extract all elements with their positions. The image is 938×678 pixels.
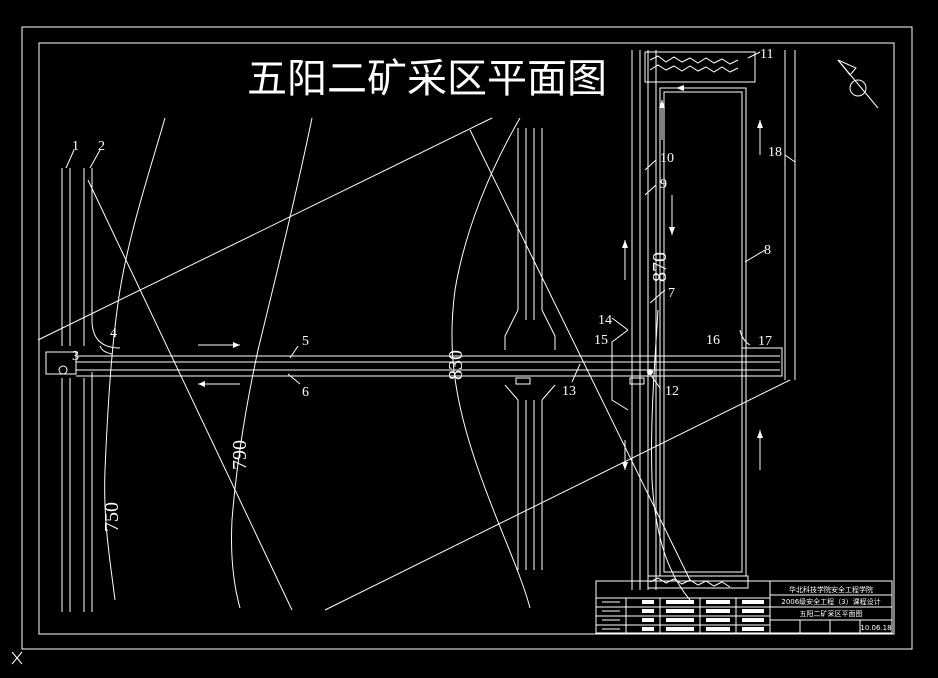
title-block-school: 华北科技学院安全工程学院 [789, 585, 873, 594]
outer-frame [21, 26, 913, 650]
roadway-1-2 [45, 168, 121, 612]
label-12: 12 [665, 384, 679, 399]
contour-label-750: 750 [101, 502, 123, 532]
goaf-hatch [649, 55, 739, 588]
ucs-icon [11, 651, 23, 665]
label-3: 3 [72, 349, 79, 364]
diagonal-line-3 [469, 129, 691, 581]
middle-roadways [504, 128, 556, 570]
label-13: 13 [562, 384, 576, 399]
diagonal-line-4 [324, 379, 791, 611]
label-16: 16 [706, 333, 720, 348]
north-arrow-icon [837, 59, 879, 109]
label-14: 14 [598, 313, 612, 328]
title-block-date: 10.06.18 [860, 624, 891, 632]
contour-line-830 [451, 117, 531, 609]
contour-label-870: 870 [649, 252, 671, 282]
label-4: 4 [110, 326, 117, 341]
diagonal-line-1 [37, 117, 493, 341]
title-block-drawing: 五阳二矿采区平面图 [800, 609, 863, 618]
label-18: 18 [768, 145, 782, 160]
label-7: 7 [668, 286, 675, 301]
label-17: 17 [758, 334, 772, 349]
diagonal-line-2 [87, 179, 293, 611]
contour-line-790 [231, 117, 313, 609]
contour-line-870 [651, 309, 691, 601]
label-2: 2 [98, 139, 105, 154]
contour-line-750 [104, 117, 166, 601]
flow-arrows [622, 85, 763, 470]
label-11: 11 [760, 47, 773, 62]
horizontal-drifts [76, 342, 780, 387]
label-15: 15 [594, 333, 608, 348]
label-1: 1 [72, 139, 79, 154]
label-8: 8 [764, 243, 771, 258]
label-10: 10 [660, 151, 674, 166]
title-block-course: 2006级安全工程（3）课程设计 [781, 597, 880, 606]
contour-label-830: 830 [445, 350, 467, 380]
title-block: 华北科技学院安全工程学院 2006级安全工程（3）课程设计 五阳二矿采区平面图 … [595, 580, 893, 634]
inner-frame [38, 42, 895, 635]
label-9: 9 [660, 177, 667, 192]
right-panel-roadways [611, 50, 796, 590]
label-6: 6 [302, 385, 309, 400]
drawing-title: 五阳二矿采区平面图 [247, 56, 607, 102]
label-5: 5 [302, 334, 309, 349]
leader-lines [65, 51, 796, 389]
contour-label-790: 790 [229, 440, 251, 470]
